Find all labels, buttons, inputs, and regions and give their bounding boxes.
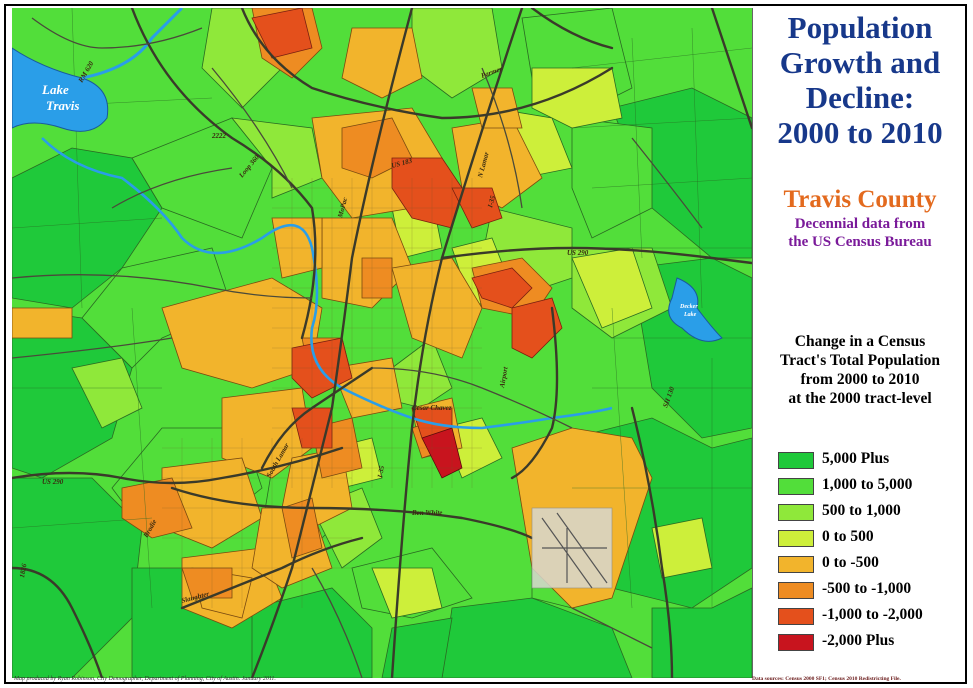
legend-title: Change in a Census Tract's Total Populat… xyxy=(752,332,968,408)
road-label-2222: 2222 xyxy=(211,132,227,140)
legend-swatch xyxy=(778,504,814,521)
legend-item: -1,000 to -2,000 xyxy=(778,606,968,632)
colorado-river xyxy=(41,137,613,430)
major-roads xyxy=(12,8,752,678)
decker-lake-label-1: Decker xyxy=(679,304,698,310)
legend-item: -500 to -1,000 xyxy=(778,580,968,606)
legend-item: 5,000 Plus xyxy=(778,450,968,476)
road-label-cesar-chavez: Cesar Chavez xyxy=(412,404,452,412)
subtitle-line-2: the US Census Bureau xyxy=(788,234,932,250)
legend-label: 500 to 1,000 xyxy=(822,502,901,519)
map-credit: Map produced by Ryan Robinson, City Demo… xyxy=(14,676,276,682)
legend-swatch xyxy=(778,556,814,573)
legend-title-line-1: Change in a Census xyxy=(794,333,926,350)
legend-title-line-2: Tract's Total Population xyxy=(780,352,940,369)
legend-swatch xyxy=(778,452,814,469)
road-label-ih35s: I-35 xyxy=(376,465,386,480)
legend-swatch xyxy=(778,608,814,625)
county-name: Travis County xyxy=(783,186,937,213)
legend-label: 5,000 Plus xyxy=(822,450,890,467)
legend-label: 0 to 500 xyxy=(822,528,874,545)
street-grid xyxy=(162,178,482,608)
legend-label: 1,000 to 5,000 xyxy=(822,476,913,493)
legend-swatch xyxy=(778,530,814,547)
decker-lake-label-2: Lake xyxy=(683,312,697,318)
legend-swatch xyxy=(778,478,814,495)
legend-label: 0 to -500 xyxy=(822,554,879,571)
title-line-4: 2000 to 2010 xyxy=(777,115,943,150)
road-label-ih35: I-35 xyxy=(486,194,497,209)
road-label-ben-white: Ben White xyxy=(411,509,442,517)
legend-swatch xyxy=(778,582,814,599)
legend: 5,000 Plus 1,000 to 5,000 500 to 1,000 0… xyxy=(778,450,968,658)
road-label-1826: 1826 xyxy=(18,563,28,579)
data-source-subtitle: Decennial data from the US Census Bureau xyxy=(752,215,968,251)
secondary-roads xyxy=(12,17,703,678)
map-title: Population Growth and Decline: 2000 to 2… xyxy=(752,10,968,150)
road-label-us290e: US 290 xyxy=(567,249,589,257)
lake-travis-arm xyxy=(81,8,184,80)
map-svg: Lake Travis Decker Lake RM 620 Parmer 22… xyxy=(12,8,752,678)
legend-item: 0 to 500 xyxy=(778,528,968,554)
lake-travis-label-2: Travis xyxy=(46,98,79,113)
legend-item: 500 to 1,000 xyxy=(778,502,968,528)
subtitle-line-1: Decennial data from xyxy=(794,216,926,232)
legend-label: -500 to -1,000 xyxy=(822,580,912,597)
title-line-1: Population xyxy=(787,10,933,45)
lake-travis-label-1: Lake xyxy=(41,82,69,97)
road-label-us290w: US 290 xyxy=(42,478,64,486)
legend-panel: Population Growth and Decline: 2000 to 2… xyxy=(752,8,968,678)
decker-lake xyxy=(668,277,723,342)
legend-label: -2,000 Plus xyxy=(822,632,895,649)
legend-title-line-4: at the 2000 tract-level xyxy=(788,390,932,407)
legend-title-line-3: from 2000 to 2010 xyxy=(800,371,920,388)
lake-travis xyxy=(12,47,109,132)
legend-item: 1,000 to 5,000 xyxy=(778,476,968,502)
legend-swatch xyxy=(778,634,814,651)
data-sources: Data sources: Census 2000 SF1; Census 20… xyxy=(752,676,901,682)
title-line-3: Decline: xyxy=(805,80,915,115)
legend-item: 0 to -500 xyxy=(778,554,968,580)
title-line-2: Growth and xyxy=(779,45,941,80)
airport xyxy=(531,507,613,589)
road-label-airport: Airport xyxy=(498,365,510,389)
legend-label: -1,000 to -2,000 xyxy=(822,606,923,623)
legend-item: -2,000 Plus xyxy=(778,632,968,658)
population-map[interactable]: Lake Travis Decker Lake RM 620 Parmer 22… xyxy=(12,8,753,678)
tract-boundaries xyxy=(12,8,752,609)
